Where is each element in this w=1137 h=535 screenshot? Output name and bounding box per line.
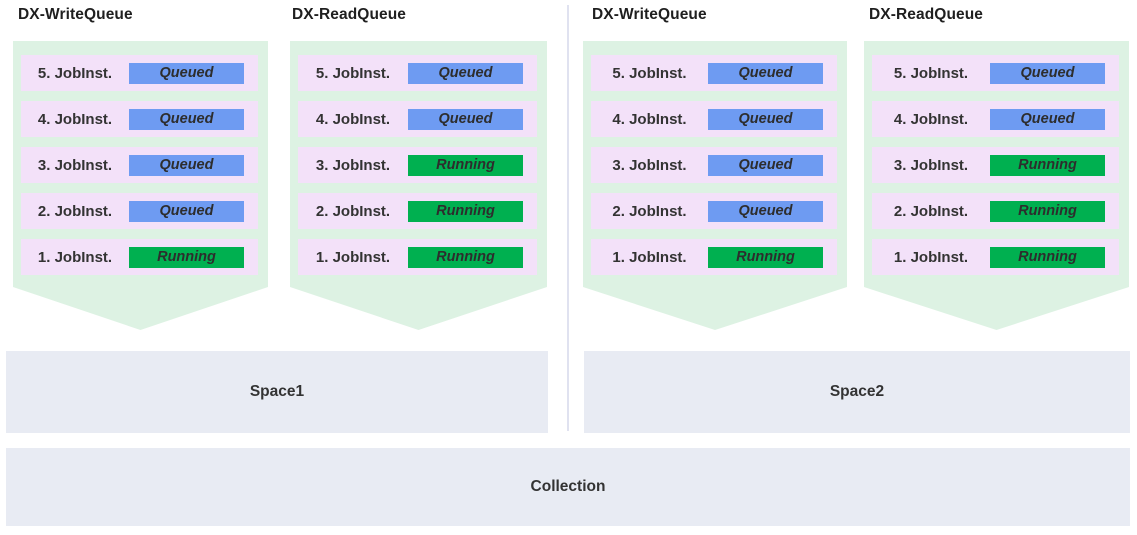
job-row: 5. JobInst. Queued: [298, 55, 537, 91]
job-label: 1. JobInst.: [315, 248, 391, 266]
job-row: 3. JobInst. Running: [872, 147, 1119, 183]
space-label: Space2: [829, 383, 885, 400]
job-label: 4. JobInst.: [893, 110, 969, 128]
job-label: 4. JobInst.: [37, 110, 113, 128]
job-label: 3. JobInst.: [612, 156, 687, 174]
job-rows: 5. JobInst. Queued 4. JobInst. Queued 3.…: [21, 55, 258, 275]
job-label: 2. JobInst.: [612, 202, 687, 220]
job-label: 5. JobInst.: [893, 64, 969, 82]
job-row: 3. JobInst. Queued: [591, 147, 837, 183]
job-row: 3. JobInst. Running: [298, 147, 537, 183]
job-status-badge: Queued: [129, 154, 244, 176]
job-status-badge: Running: [990, 200, 1105, 222]
job-status-badge: Queued: [129, 62, 244, 84]
job-status-badge: Queued: [408, 108, 523, 130]
queue-arrow-shape: 5. JobInst. Queued 4. JobInst. Queued 3.…: [290, 41, 547, 330]
space-box: Space1: [6, 351, 548, 433]
spaces-divider: [567, 5, 569, 431]
job-row: 4. JobInst. Queued: [298, 101, 537, 137]
job-rows: 5. JobInst. Queued 4. JobInst. Queued 3.…: [591, 55, 837, 275]
job-label: 1. JobInst.: [893, 248, 969, 266]
job-label: 5. JobInst.: [612, 64, 687, 82]
job-status-badge: Queued: [129, 108, 244, 130]
job-rows: 5. JobInst. Queued 4. JobInst. Queued 3.…: [298, 55, 537, 275]
job-label: 5. JobInst.: [315, 64, 391, 82]
job-label: 2. JobInst.: [37, 202, 113, 220]
job-label: 2. JobInst.: [893, 202, 969, 220]
job-row: 1. JobInst. Running: [21, 239, 258, 275]
job-row: 1. JobInst. Running: [591, 239, 837, 275]
job-status-badge: Running: [990, 246, 1105, 268]
queue-arrow-shape: 5. JobInst. Queued 4. JobInst. Queued 3.…: [864, 41, 1129, 330]
job-label: 3. JobInst.: [37, 156, 113, 174]
job-label: 1. JobInst.: [37, 248, 113, 266]
job-label: 3. JobInst.: [315, 156, 391, 174]
job-label: 5. JobInst.: [37, 64, 113, 82]
collection-label: Collection: [530, 478, 606, 495]
job-row: 4. JobInst. Queued: [872, 101, 1119, 137]
job-row: 2. JobInst. Running: [298, 193, 537, 229]
job-label: 3. JobInst.: [893, 156, 969, 174]
job-status-badge: Running: [408, 154, 523, 176]
job-status-badge: Queued: [708, 62, 823, 84]
job-row: 1. JobInst. Running: [872, 239, 1119, 275]
job-row: 5. JobInst. Queued: [872, 55, 1119, 91]
space-label: Space1: [249, 383, 305, 400]
job-status-badge: Running: [408, 246, 523, 268]
job-label: 4. JobInst.: [315, 110, 391, 128]
job-status-badge: Queued: [708, 200, 823, 222]
job-status-badge: Queued: [990, 108, 1105, 130]
job-row: 2. JobInst. Queued: [591, 193, 837, 229]
queue-arrow-shape: 5. JobInst. Queued 4. JobInst. Queued 3.…: [13, 41, 268, 330]
space-box: Space2: [584, 351, 1130, 433]
queue-title: DX-WriteQueue: [18, 6, 133, 23]
job-status-badge: Queued: [408, 62, 523, 84]
job-status-badge: Running: [408, 200, 523, 222]
job-row: 4. JobInst. Queued: [591, 101, 837, 137]
job-row: 5. JobInst. Queued: [591, 55, 837, 91]
job-status-badge: Running: [990, 154, 1105, 176]
job-status-badge: Queued: [990, 62, 1105, 84]
job-status-badge: Queued: [708, 108, 823, 130]
job-status-badge: Queued: [708, 154, 823, 176]
job-label: 4. JobInst.: [612, 110, 687, 128]
job-row: 2. JobInst. Queued: [21, 193, 258, 229]
job-label: 1. JobInst.: [612, 248, 687, 266]
job-row: 1. JobInst. Running: [298, 239, 537, 275]
job-row: 5. JobInst. Queued: [21, 55, 258, 91]
collection-box: Collection: [6, 448, 1130, 526]
job-label: 2. JobInst.: [315, 202, 391, 220]
queue-title: DX-ReadQueue: [292, 6, 407, 23]
job-row: 2. JobInst. Running: [872, 193, 1119, 229]
job-row: 3. JobInst. Queued: [21, 147, 258, 183]
queue-title: DX-WriteQueue: [592, 6, 707, 23]
queue-arrow-shape: 5. JobInst. Queued 4. JobInst. Queued 3.…: [583, 41, 847, 330]
job-status-badge: Queued: [129, 200, 244, 222]
queue-title: DX-ReadQueue: [869, 6, 984, 23]
job-status-badge: Running: [708, 246, 823, 268]
job-status-badge: Running: [129, 246, 244, 268]
job-row: 4. JobInst. Queued: [21, 101, 258, 137]
job-rows: 5. JobInst. Queued 4. JobInst. Queued 3.…: [872, 55, 1119, 275]
